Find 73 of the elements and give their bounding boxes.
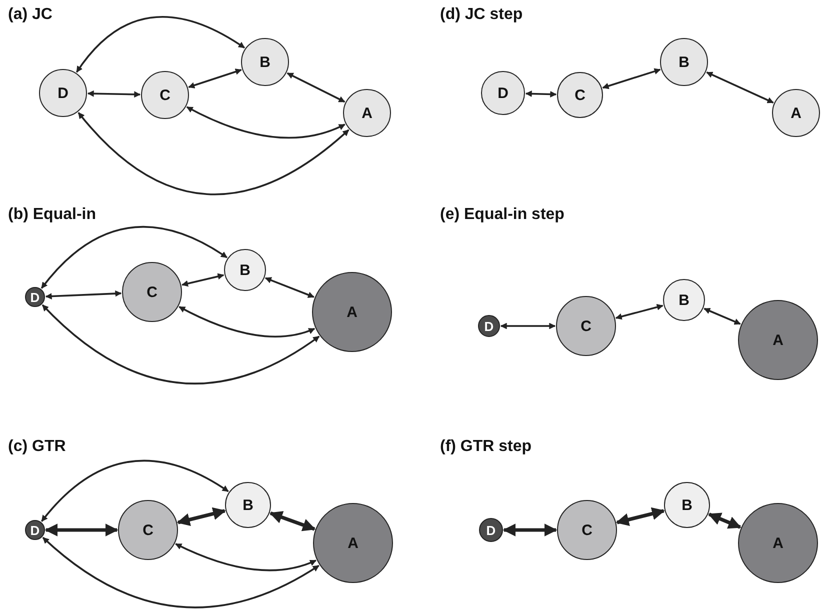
node-label: C [142, 522, 154, 538]
arrow [616, 507, 665, 526]
state-circle [343, 89, 391, 137]
arrow [78, 112, 350, 196]
arrow [45, 290, 122, 300]
state-circle [478, 315, 500, 337]
arrow [708, 512, 742, 529]
panel-title: (a) JC [8, 6, 52, 24]
arrow [76, 16, 245, 73]
arrow [178, 306, 316, 338]
node-label: D [486, 524, 496, 536]
arrow [186, 106, 346, 139]
node-label: D [30, 524, 40, 536]
node-label: D [58, 86, 68, 100]
state-circle [481, 71, 525, 115]
arrow [40, 226, 228, 289]
arrow [286, 72, 346, 103]
arrow [182, 273, 224, 287]
node-label: B [240, 262, 250, 278]
arrow [525, 90, 557, 98]
node-label: A [772, 332, 784, 348]
panel-title: (c) GTR [8, 438, 66, 456]
arrow [188, 68, 242, 88]
panel-title: (f) GTR step [440, 438, 532, 456]
state-circle [660, 38, 708, 86]
arrow [500, 322, 556, 330]
arrow [269, 511, 316, 532]
node-label: B [260, 54, 270, 70]
arrow [41, 460, 229, 522]
node-label: C [580, 318, 592, 334]
state-circle [225, 482, 271, 528]
state-circle [224, 249, 266, 291]
state-circle [479, 518, 503, 542]
node-label: B [242, 498, 254, 512]
node-label: C [160, 88, 170, 102]
node-label: A [348, 536, 358, 550]
panel-title: (b) Equal-in [8, 206, 96, 224]
arrow [176, 507, 226, 526]
arrow [704, 308, 741, 325]
node-label: A [346, 304, 358, 320]
node-label: A [790, 106, 802, 120]
arrow [706, 72, 774, 104]
arrow [42, 536, 320, 608]
arrow [44, 524, 118, 536]
arrow [42, 304, 320, 384]
arrow [602, 68, 661, 90]
panel-title: (d) JC step [440, 6, 523, 24]
node-label: B [678, 54, 690, 70]
arrow [502, 524, 558, 536]
panel-title: (e) Equal-in step [440, 206, 564, 224]
node-label: A [772, 536, 784, 550]
state-circle [39, 69, 87, 117]
state-circle [141, 71, 189, 119]
node-label: B [682, 498, 692, 512]
arrow [87, 90, 141, 98]
node-label: D [30, 290, 40, 304]
node-label: A [362, 106, 372, 120]
node-label: C [574, 88, 586, 102]
arrow [264, 277, 314, 298]
state-circle [663, 279, 705, 321]
state-circle [557, 72, 603, 118]
arrow [175, 543, 316, 572]
state-circle [664, 482, 710, 528]
state-circle [241, 38, 289, 86]
state-circle [25, 287, 45, 307]
state-circle [772, 89, 820, 137]
node-label: B [678, 292, 690, 308]
node-label: C [146, 284, 158, 300]
node-label: D [484, 320, 494, 332]
arrow [615, 304, 664, 320]
node-label: D [498, 86, 508, 100]
node-label: C [582, 522, 592, 538]
state-circle [25, 520, 45, 540]
